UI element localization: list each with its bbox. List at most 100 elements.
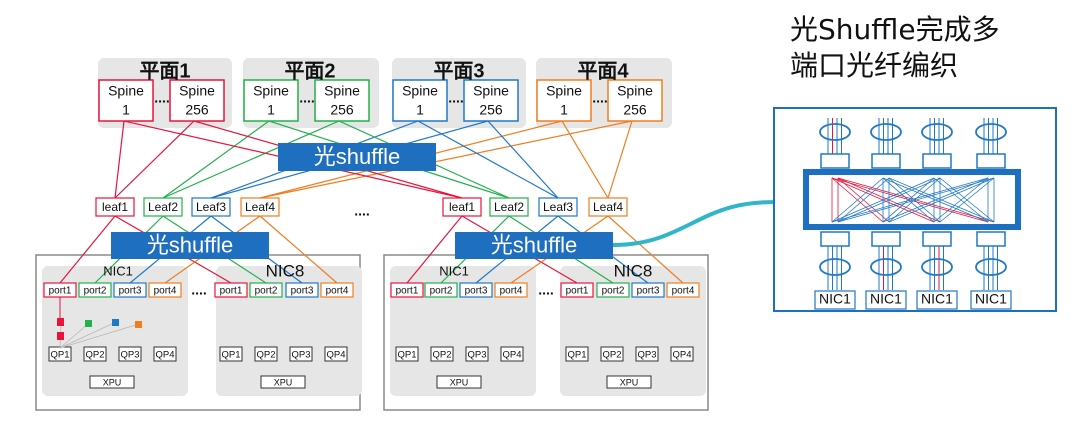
- nic-port-box: [390, 282, 424, 298]
- queue-pair-label: QP1: [397, 350, 416, 361]
- xpu-box: [606, 375, 652, 389]
- queue-pair-label: QP1: [50, 350, 69, 361]
- nic-port-box: [494, 282, 528, 298]
- port-ellipsis: ....: [191, 282, 207, 298]
- nic-port-label: port2: [84, 286, 107, 297]
- fiber-bundle-ring: [819, 258, 851, 276]
- cassette-fiber: [831, 177, 989, 223]
- nic-label: NIC1: [439, 263, 469, 278]
- fiber-bundle-ring: [921, 123, 953, 141]
- nic-port-label: port3: [637, 286, 660, 297]
- queue-pair-label: QP4: [502, 350, 521, 361]
- spine-label: Spine: [108, 83, 144, 99]
- xpu-box: [436, 375, 482, 389]
- spine-box: [392, 79, 448, 122]
- optical-shuffle-box: [278, 143, 436, 171]
- nic-port-box: [459, 282, 493, 298]
- nic-label: NIC1: [103, 263, 133, 278]
- spine-ellipsis: ....: [299, 90, 315, 106]
- leaf-switch-label: leaf1: [449, 200, 475, 214]
- spine-box: [536, 79, 592, 122]
- fiber-bundle-ring: [975, 258, 1007, 276]
- queue-pair-box: [395, 346, 419, 362]
- queue-pair-label: QP3: [637, 350, 656, 361]
- queue-pair-box: [118, 346, 142, 362]
- nic-port-label: port3: [465, 286, 488, 297]
- connector-box: [922, 231, 952, 247]
- port-ellipsis: ....: [538, 282, 554, 298]
- nic-port-label: port2: [602, 286, 625, 297]
- queue-pair-box: [600, 346, 624, 362]
- nic-label: NIC8: [266, 261, 305, 280]
- xpu-box: [260, 375, 306, 389]
- spine-number: 256: [479, 102, 503, 118]
- spine-leaf-link: [607, 120, 633, 199]
- leaf-switch-label: Leaf4: [593, 200, 623, 214]
- cassette-fiber: [882, 177, 935, 223]
- nic-port-label: port3: [291, 286, 314, 297]
- nic-group-background: [216, 266, 362, 396]
- leaf-switch-label: Leaf2: [148, 200, 178, 214]
- leaf-port-link: [259, 215, 338, 284]
- leaf-ellipsis: ....: [354, 203, 370, 219]
- xpu-label: XPU: [450, 377, 469, 387]
- nic-port-box: [865, 290, 907, 310]
- spine-label: Spine: [473, 83, 509, 99]
- spine-number: 256: [623, 102, 647, 118]
- qp-color-marker: [57, 332, 64, 340]
- spine-box: [243, 79, 299, 122]
- nic-port-box: [424, 282, 458, 298]
- fiber-panel-nic-label: NIC1: [819, 291, 851, 307]
- queue-pair-box: [83, 346, 107, 362]
- spine-number: 1: [122, 102, 130, 118]
- connector-box: [922, 153, 952, 169]
- qp-color-marker: [85, 320, 92, 327]
- queue-pair-box: [635, 346, 659, 362]
- queue-pair-box: [324, 346, 348, 362]
- optical-shuffle-label: 光shuffle: [491, 232, 577, 257]
- cassette-fiber: [831, 177, 935, 223]
- spine-label: Spine: [546, 83, 582, 99]
- leaf-switch-box: [588, 197, 628, 217]
- queue-pair-label: QP2: [432, 350, 451, 361]
- spine-leaf-link: [561, 120, 609, 199]
- xpu-label: XPU: [274, 377, 293, 387]
- title-line-1: 光Shuffle完成多: [790, 13, 1000, 46]
- spine-box: [607, 79, 663, 122]
- connector-box: [820, 231, 850, 247]
- optical-shuffle-label: 光shuffle: [147, 232, 233, 257]
- nic-port-box: [249, 282, 283, 298]
- queue-pair-box: [500, 346, 524, 362]
- diagram-title: 光Shuffle完成多 端口光纤编织: [790, 12, 1000, 84]
- leaf-switch-box: [95, 197, 135, 217]
- qp-mapping-line: [59, 322, 90, 349]
- leaf-switch-box: [538, 197, 578, 217]
- qp-color-marker: [135, 321, 142, 328]
- cassette-fiber: [888, 177, 941, 223]
- leaf-switch-box: [442, 197, 482, 217]
- optical-shuffle-label: 光shuffle: [314, 144, 400, 169]
- qp-color-marker: [57, 318, 64, 326]
- xpu-label: XPU: [103, 377, 122, 387]
- fiber-bundle-ring: [975, 123, 1007, 141]
- nic-port-box: [113, 282, 147, 298]
- fiber-bundle-ring: [921, 258, 953, 276]
- leaf-switch-label: Leaf3: [543, 200, 573, 214]
- leaf-port-link: [59, 215, 116, 284]
- cassette-fiber: [837, 177, 941, 223]
- queue-pair-box: [254, 346, 278, 362]
- queue-pair-label: QP3: [291, 350, 310, 361]
- qp-mapping-line: [59, 321, 117, 349]
- nic-port-label: port3: [119, 286, 142, 297]
- queue-pair-label: QP1: [567, 350, 586, 361]
- queue-pair-label: QP3: [467, 350, 486, 361]
- spine-leaf-link: [162, 120, 270, 199]
- leaf-port-link: [406, 215, 463, 284]
- optical-shuffle-box: [111, 232, 269, 259]
- plane-label: 平面2: [284, 60, 335, 82]
- nic-port-label: port4: [500, 286, 523, 297]
- connector-box: [976, 231, 1006, 247]
- leaf-switch-label: Leaf2: [494, 200, 524, 214]
- nic-port-label: port1: [566, 286, 589, 297]
- spine-label: Spine: [253, 83, 289, 99]
